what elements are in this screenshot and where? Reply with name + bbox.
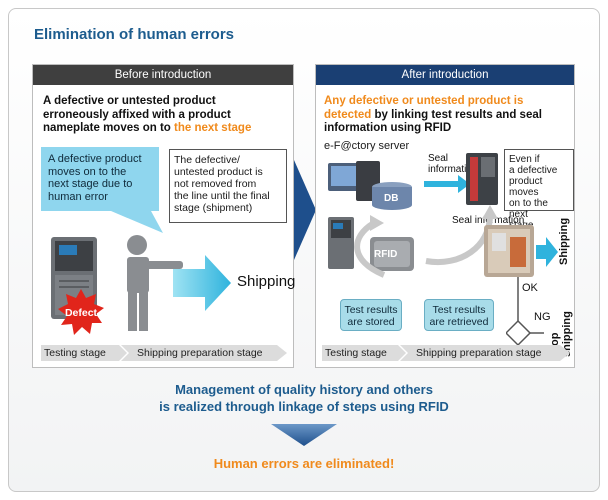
seal-info-top: Seal information [428, 153, 477, 175]
shipping-arrow-icon [173, 255, 231, 311]
after-shipping-label: Shipping [558, 217, 570, 265]
before-note-line1: The defective/ [174, 154, 240, 166]
after-panel: After introduction Any defective or unte… [315, 64, 575, 368]
after-lead-line2: detected by linking test results and sea… [324, 109, 574, 123]
seal-info-arrow-icon [424, 175, 470, 193]
after-stage-testing: Testing stage [325, 347, 387, 359]
after-note-line4: on to the next [509, 198, 548, 220]
after-header: After introduction [316, 65, 574, 85]
seal-info-top-line2: information [428, 164, 478, 175]
bubble-line2: moves on to the [48, 165, 127, 178]
server-db-icon [328, 161, 412, 210]
ng-label: NG [534, 311, 551, 323]
before-note-line3: not removed from [174, 178, 257, 190]
before-stage-shipping-prep: Shipping preparation stage [137, 347, 263, 359]
after-note: Even if a defective product moves on to … [504, 149, 574, 231]
db-label: DB [384, 193, 399, 204]
retrieved-line2: are retrieved [429, 316, 489, 328]
ok-label: OK [522, 282, 538, 294]
rfid-reader-icon [370, 237, 414, 271]
after-note-line3: product moves [509, 176, 543, 198]
before-lead-line2: erroneously affixed with a product [43, 108, 231, 121]
before-stage-testing: Testing stage [44, 347, 106, 359]
after-note-line2: a defective [509, 165, 558, 176]
rfid-cycle-arrows [354, 205, 498, 278]
stored-line2: are stored [347, 316, 395, 328]
bubble-line4: human error [48, 190, 108, 203]
after-stage-bar: Testing stage Shipping preparation stage [322, 345, 570, 361]
before-stage-bar: Testing stage Shipping preparation stage [41, 345, 287, 361]
before-lead-line3: nameplate moves on to the next stage [43, 122, 291, 136]
result-down-arrow-icon [271, 424, 337, 446]
defect-starburst-icon [58, 289, 104, 335]
human-error-bubble: A defective product moves on to the next… [41, 147, 159, 211]
product-unit-icon [484, 225, 534, 277]
before-note-line4: the line until the final [174, 190, 270, 202]
results-retrieved-box: Test results are retrieved [424, 299, 494, 331]
before-shipping-label: Shipping [237, 273, 296, 290]
retrieved-line1: Test results [432, 304, 486, 316]
diagram-title: Elimination of human errors [34, 26, 235, 43]
before-note-line2: untested product is [174, 166, 263, 178]
after-lead-line1: Any defective or untested product is [324, 95, 524, 107]
before-note: The defective/ untested product is not r… [169, 149, 287, 223]
after-lead: Any defective or untested product is det… [324, 95, 574, 136]
after-lead-line2-highlight: detected [324, 108, 372, 121]
seal-info-top-line1: Seal [428, 153, 449, 164]
server-label: e-F@ctory server [324, 140, 410, 152]
inverter-small-icon [328, 217, 354, 269]
result-text: Human errors are eliminated! [213, 456, 395, 471]
after-shipping-arrow-icon [536, 237, 558, 267]
after-stage-bar-shape [322, 345, 570, 361]
after-stage-shipping-prep: Shipping preparation stage [416, 347, 542, 359]
before-lead-line3-prefix: nameplate moves on to [43, 122, 175, 134]
after-lead-line3: information using RFID [324, 122, 452, 134]
bubble-line1: A defective product [48, 153, 142, 165]
stored-line1: Test results [344, 304, 398, 316]
person-pointing-icon [127, 235, 183, 331]
speech-bubble-shape [41, 147, 163, 233]
rfid-label: RFID [374, 249, 398, 260]
before-stage-bar-shape [41, 345, 287, 361]
summary-line2: is realized through linkage of steps usi… [159, 399, 449, 414]
before-lead: A defective or untested product erroneou… [43, 95, 291, 136]
plc-controller-icon [466, 153, 498, 205]
results-stored-box: Test results are stored [340, 299, 402, 331]
before-lead-line3-highlight: the next stage [174, 122, 252, 134]
before-lead-line1: A defective or untested product [43, 95, 216, 107]
summary-line1: Management of quality history and others [175, 382, 433, 397]
before-header: Before introduction [33, 65, 293, 85]
after-note-line1: Even if [509, 154, 540, 165]
after-lead-line2-rest: by linking test results and seal [371, 108, 542, 121]
before-panel: Before introduction A defective or untes… [32, 64, 296, 368]
bubble-line3: next stage due to [48, 178, 133, 190]
defect-label: Defect [64, 307, 98, 319]
transition-arrow-icon [294, 160, 316, 260]
before-note-line5: stage (shipment) [174, 202, 253, 214]
